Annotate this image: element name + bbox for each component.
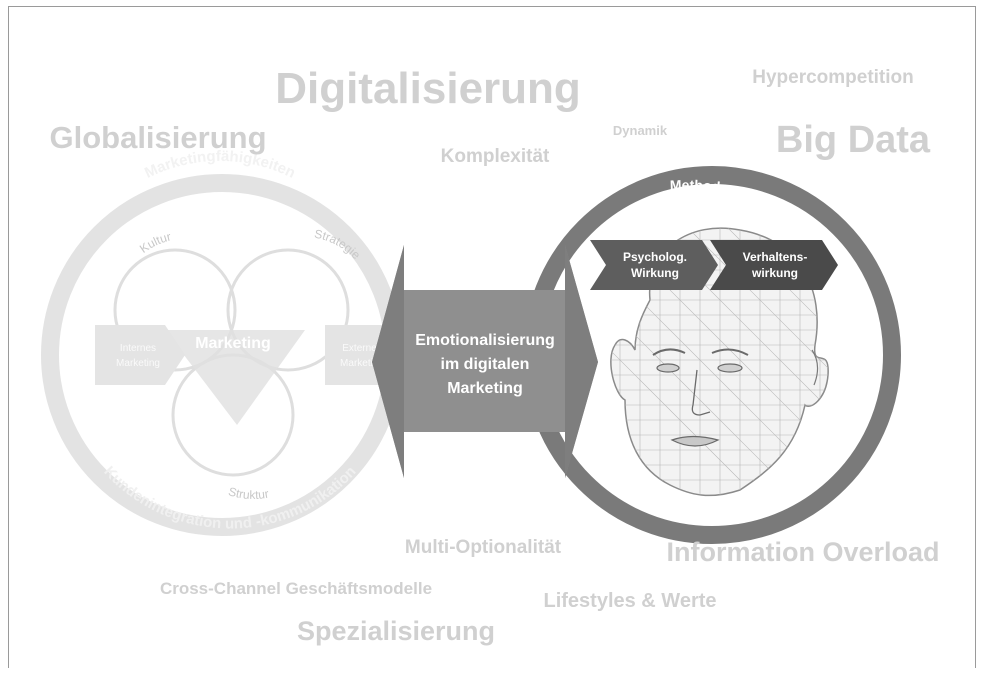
strategie-circle	[226, 248, 350, 372]
verhaltenswirkung-chevron	[710, 240, 838, 290]
kw-komplexitaet: Komplexität	[441, 146, 550, 167]
kw-dynamik: Dynamik	[613, 123, 668, 138]
kw-spezialisierung: Spezialisierung	[297, 616, 495, 646]
internes-label-2: Marketing	[116, 358, 160, 369]
right-model: Methoden Konzepte Psycholog. Wirkung	[523, 166, 901, 544]
center-arrow: Emotionalisierung im digitalen Marketing	[372, 245, 598, 478]
psych-wirkung-chevron	[590, 240, 718, 290]
kw-information-overload: Information Overload	[666, 537, 939, 567]
kw-digitalisierung: Digitalisierung	[275, 64, 581, 113]
internes-arrow	[95, 325, 185, 385]
kw-cross-channel: Cross-Channel Geschäftsmodelle	[160, 579, 432, 598]
kw-globalisierung: Globalisierung	[49, 120, 266, 155]
kw-multi-optionalitaet: Multi-Optionalität	[405, 537, 562, 558]
head-icon	[610, 227, 829, 497]
verh-label-1: Verhaltens-	[743, 250, 808, 264]
emotionalisierung-arrow	[372, 245, 598, 478]
externes-label-2: Marketing	[340, 358, 384, 369]
keyword-cloud: Digitalisierung Hypercompetition Globali…	[49, 64, 939, 646]
kw-big-data: Big Data	[776, 119, 931, 161]
konzepte-label: Konzepte	[683, 495, 747, 516]
internes-label-1: Internes	[120, 343, 156, 354]
left-model: Marketing Internes Marketing Externes Ma…	[41, 148, 410, 536]
arrow-right-head	[565, 245, 598, 478]
kw-hypercompetition: Hypercompetition	[752, 67, 914, 88]
center-marketing-label: Marketing	[195, 335, 271, 352]
kw-lifestyles: Lifestyles & Werte	[543, 590, 716, 612]
figure-frame	[8, 6, 976, 668]
center-line-3: Marketing	[447, 380, 523, 397]
externes-label-1: Externes	[342, 343, 381, 354]
psych-label-1: Psycholog.	[623, 250, 687, 264]
center-line-2: im digitalen	[441, 356, 530, 373]
verh-label-2: wirkung	[751, 266, 798, 280]
arrow-left-head	[372, 245, 404, 478]
psych-label-2: Wirkung	[631, 266, 679, 280]
center-line-1: Emotionalisierung	[415, 332, 555, 349]
struktur-label: Struktur	[227, 484, 270, 502]
marketing-triangle	[165, 330, 305, 425]
